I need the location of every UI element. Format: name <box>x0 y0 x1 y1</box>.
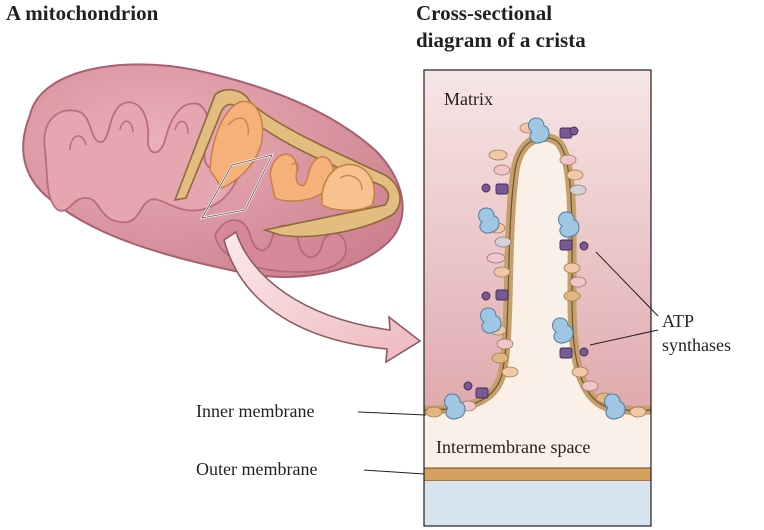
cytosol-region <box>424 481 651 526</box>
label-leader-lines <box>357 251 659 475</box>
outer-membrane-band <box>423 467 652 482</box>
inner-membrane-label: Inner membrane <box>196 401 315 421</box>
intermembrane-space-label: Intermembrane space <box>436 437 591 457</box>
crista-heading-line1: Cross-sectional <box>416 1 553 25</box>
intermembrane-space-region <box>424 137 651 468</box>
mitochondrion-cut-face-2 <box>269 153 334 202</box>
cross-section-frame <box>423 69 652 527</box>
outer-membrane-label: Outer membrane <box>196 459 318 479</box>
zoom-arrow <box>223 230 422 364</box>
crista-cross-section <box>423 69 652 527</box>
matrix-label: Matrix <box>444 89 493 109</box>
crista-heading-line2: diagram of a crista <box>416 28 586 52</box>
atp-synthase-stalks <box>463 126 589 399</box>
mitochondrion-illustration <box>22 63 404 278</box>
mitochondrion-heading: A mitochondrion <box>6 1 159 25</box>
atp-synthases-label-line1: ATP <box>662 311 695 331</box>
atp-synthases-label-line2: synthases <box>662 335 731 355</box>
mitochondrion-cut-face-3 <box>321 163 376 211</box>
mitochondrion-cut-face-1 <box>209 100 264 189</box>
atp-synthase-heads <box>444 117 626 420</box>
membrane-proteins <box>425 122 647 418</box>
